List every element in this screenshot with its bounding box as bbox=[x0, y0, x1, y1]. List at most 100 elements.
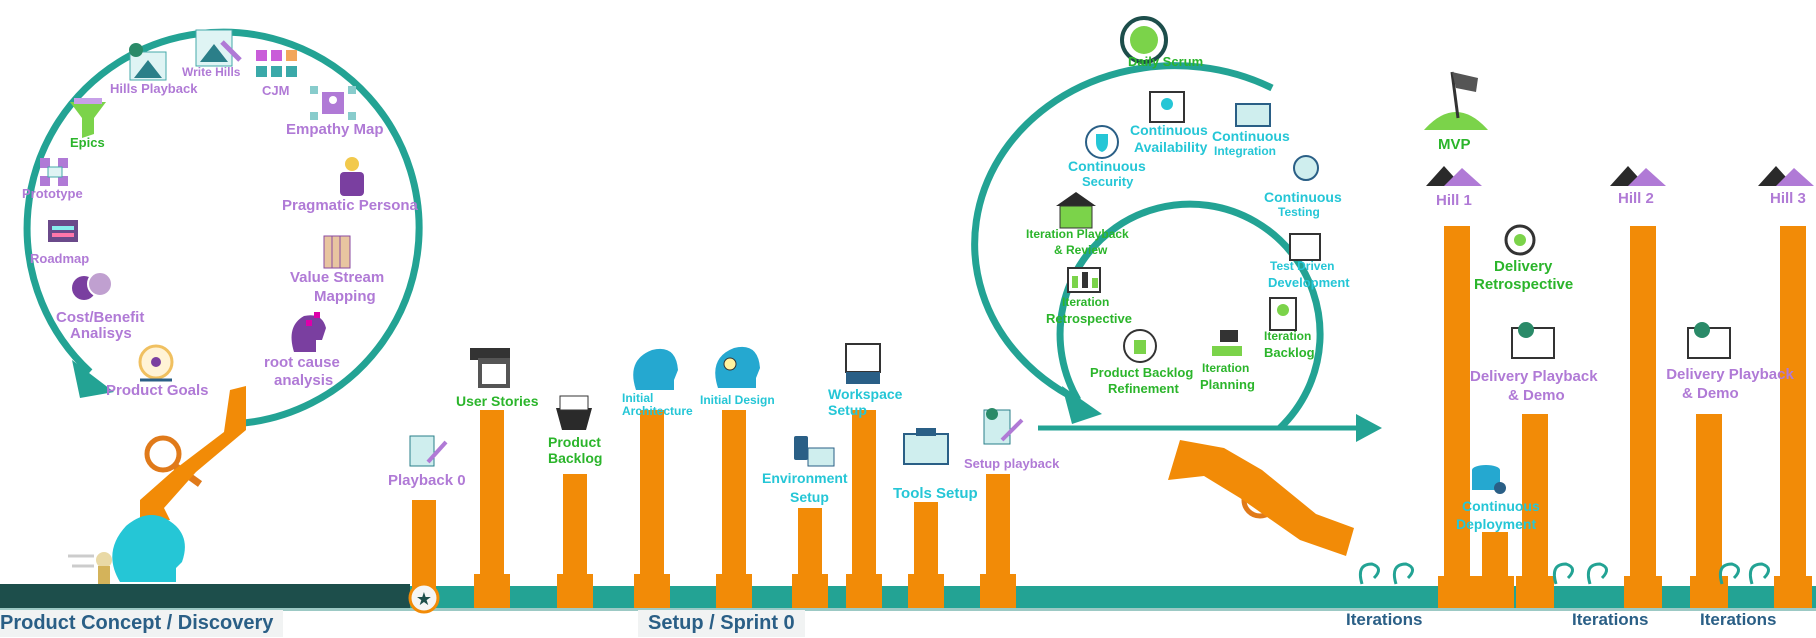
label-initial: Initial bbox=[622, 391, 654, 405]
setup-bars bbox=[412, 410, 1016, 608]
grid-squares-icon bbox=[256, 50, 297, 77]
label-user-stories: User Stories bbox=[456, 393, 539, 409]
label-hill-2: Hill 2 bbox=[1618, 190, 1654, 207]
calendar-icon bbox=[48, 220, 78, 242]
label-iteration-playback: Iteration Playback bbox=[1026, 227, 1129, 241]
svg-text:★: ★ bbox=[416, 589, 432, 610]
start-star-marker bbox=[408, 582, 440, 614]
label-iteration-retro-2: Retrospective bbox=[1046, 311, 1132, 326]
label-cont-integration-2: Integration bbox=[1214, 144, 1276, 158]
label-delivery-playback-b1: Delivery Playback bbox=[1666, 366, 1794, 383]
iteration-orange-arrow bbox=[1168, 440, 1354, 556]
timeline-teal-bar bbox=[410, 586, 1816, 608]
label-root-cause: root cause bbox=[264, 354, 340, 371]
label-product: Product bbox=[548, 434, 601, 450]
phase-label-setup: Setup / Sprint 0 bbox=[638, 610, 805, 637]
planning-flag-icon bbox=[1212, 330, 1242, 356]
label-architecture: Architecture bbox=[622, 404, 693, 418]
delivery-monitor-b-icon bbox=[1687, 322, 1731, 359]
delivery-bars bbox=[1438, 226, 1812, 608]
iteration-cycle-arrow bbox=[1056, 200, 1324, 431]
daily-scrum-clock-icon bbox=[1120, 16, 1168, 64]
label-hill-1: Hill 1 bbox=[1436, 192, 1472, 209]
label-product-goals: Product Goals bbox=[106, 382, 209, 399]
label-workspace-setup: Setup bbox=[828, 402, 867, 418]
label-iteration-backlog-2: Backlog bbox=[1264, 345, 1315, 360]
empathy-network-icon bbox=[310, 86, 356, 120]
label-epics: Epics bbox=[70, 135, 105, 150]
label-cjm: CJM bbox=[262, 83, 290, 98]
value-stream-icon bbox=[323, 235, 351, 269]
sprout-icons bbox=[1358, 562, 1770, 585]
label-delivery-playback-b2: & Demo bbox=[1682, 385, 1739, 402]
document-pencil-icon bbox=[409, 435, 448, 467]
label-cont-deployment-2: Deployment bbox=[1456, 516, 1537, 532]
discovery-cycle-arrow bbox=[23, 28, 423, 428]
phase-label-discovery: Product Concept / Discovery bbox=[0, 610, 284, 637]
label-pb-refinement-1: Product Backlog bbox=[1090, 365, 1194, 380]
label-hill-3: Hill 3 bbox=[1770, 190, 1806, 207]
label-mapping: Mapping bbox=[314, 288, 376, 305]
label-delivery-playback-a1: Delivery Playback bbox=[1470, 368, 1598, 385]
mvp-flag-hill-icon bbox=[1424, 71, 1488, 130]
iteration-arrowhead bbox=[1062, 386, 1102, 424]
funnel-icon bbox=[70, 98, 106, 138]
label-delivery-retro-1: Delivery bbox=[1494, 258, 1553, 275]
label-pragmatic-persona: Pragmatic Persona bbox=[282, 197, 418, 214]
design-head-icon bbox=[715, 346, 760, 388]
iteration-backlog-icon bbox=[1269, 297, 1297, 331]
target-icon bbox=[138, 344, 174, 382]
label-analisys: Analisys bbox=[70, 325, 132, 342]
label-tools-setup: Tools Setup bbox=[893, 485, 978, 502]
thinking-head-icon bbox=[68, 515, 185, 584]
label-iteration-planning-2: Planning bbox=[1200, 377, 1255, 392]
security-shield-icon bbox=[1085, 125, 1119, 159]
label-tdd-1: Test Driven bbox=[1270, 259, 1335, 273]
label-delivery-retro-2: Retrospective bbox=[1474, 276, 1574, 293]
environment-devices-icon bbox=[794, 436, 835, 467]
label-value-stream: Value Stream bbox=[290, 269, 385, 286]
heads-icon bbox=[72, 271, 113, 300]
flow-arrowhead bbox=[1356, 414, 1382, 442]
label-cont-security-2: Security bbox=[1082, 174, 1134, 189]
label-iteration-retro-1: Iteration bbox=[1062, 295, 1110, 309]
label-environment: Environment bbox=[762, 470, 848, 486]
label-cont-integration-1: Continuous bbox=[1212, 128, 1290, 144]
tdd-hand-icon bbox=[1289, 233, 1321, 261]
bar-delivery-playback-a bbox=[1522, 414, 1548, 608]
discovery-arrowhead bbox=[72, 360, 114, 398]
label-daily-scrum: Daily Scrum bbox=[1128, 54, 1204, 69]
label-workspace: Workspace bbox=[828, 386, 903, 402]
label-env-setup: Setup bbox=[790, 489, 829, 505]
mountain-pencil-icon bbox=[195, 29, 242, 67]
timeline-underline bbox=[0, 608, 1816, 611]
label-cont-availability-2: Availability bbox=[1134, 139, 1208, 155]
discovery-orange-arrow bbox=[140, 386, 246, 522]
phase-label-iterations-1: Iterations bbox=[1346, 610, 1423, 629]
label-cont-testing-2: Testing bbox=[1278, 205, 1320, 219]
label-setup-playback: Setup playback bbox=[964, 456, 1060, 471]
label-iteration-backlog-1: Iteration bbox=[1264, 329, 1312, 343]
delivery-retro-cycle-icon bbox=[1504, 224, 1536, 256]
label-cont-testing-1: Continuous bbox=[1264, 189, 1342, 205]
bar-hill1 bbox=[1444, 226, 1470, 608]
hill2-mountain-icon bbox=[1610, 166, 1666, 186]
code-window-icon bbox=[845, 343, 881, 384]
retrospective-board-icon bbox=[1067, 267, 1101, 293]
hill3-mountain-icon bbox=[1758, 166, 1814, 186]
hill1-mountain-icon bbox=[1426, 166, 1482, 186]
phase-label-iterations-2: Iterations bbox=[1572, 610, 1649, 629]
delivery-monitor-a-icon bbox=[1511, 322, 1555, 359]
toolbox-icon bbox=[903, 428, 949, 465]
availability-icon bbox=[1149, 91, 1185, 123]
box-icon bbox=[556, 395, 592, 430]
label-cont-deployment-1: Continuous bbox=[1462, 498, 1540, 514]
label-iteration-planning-1: Iteration bbox=[1202, 361, 1250, 375]
phase-label-iterations-3: Iterations bbox=[1700, 610, 1777, 629]
house-icon bbox=[1056, 192, 1096, 229]
label-pb-refinement-2: Refinement bbox=[1108, 381, 1179, 396]
head-puzzle-icon bbox=[291, 312, 326, 352]
flowchart-icon bbox=[40, 158, 68, 186]
